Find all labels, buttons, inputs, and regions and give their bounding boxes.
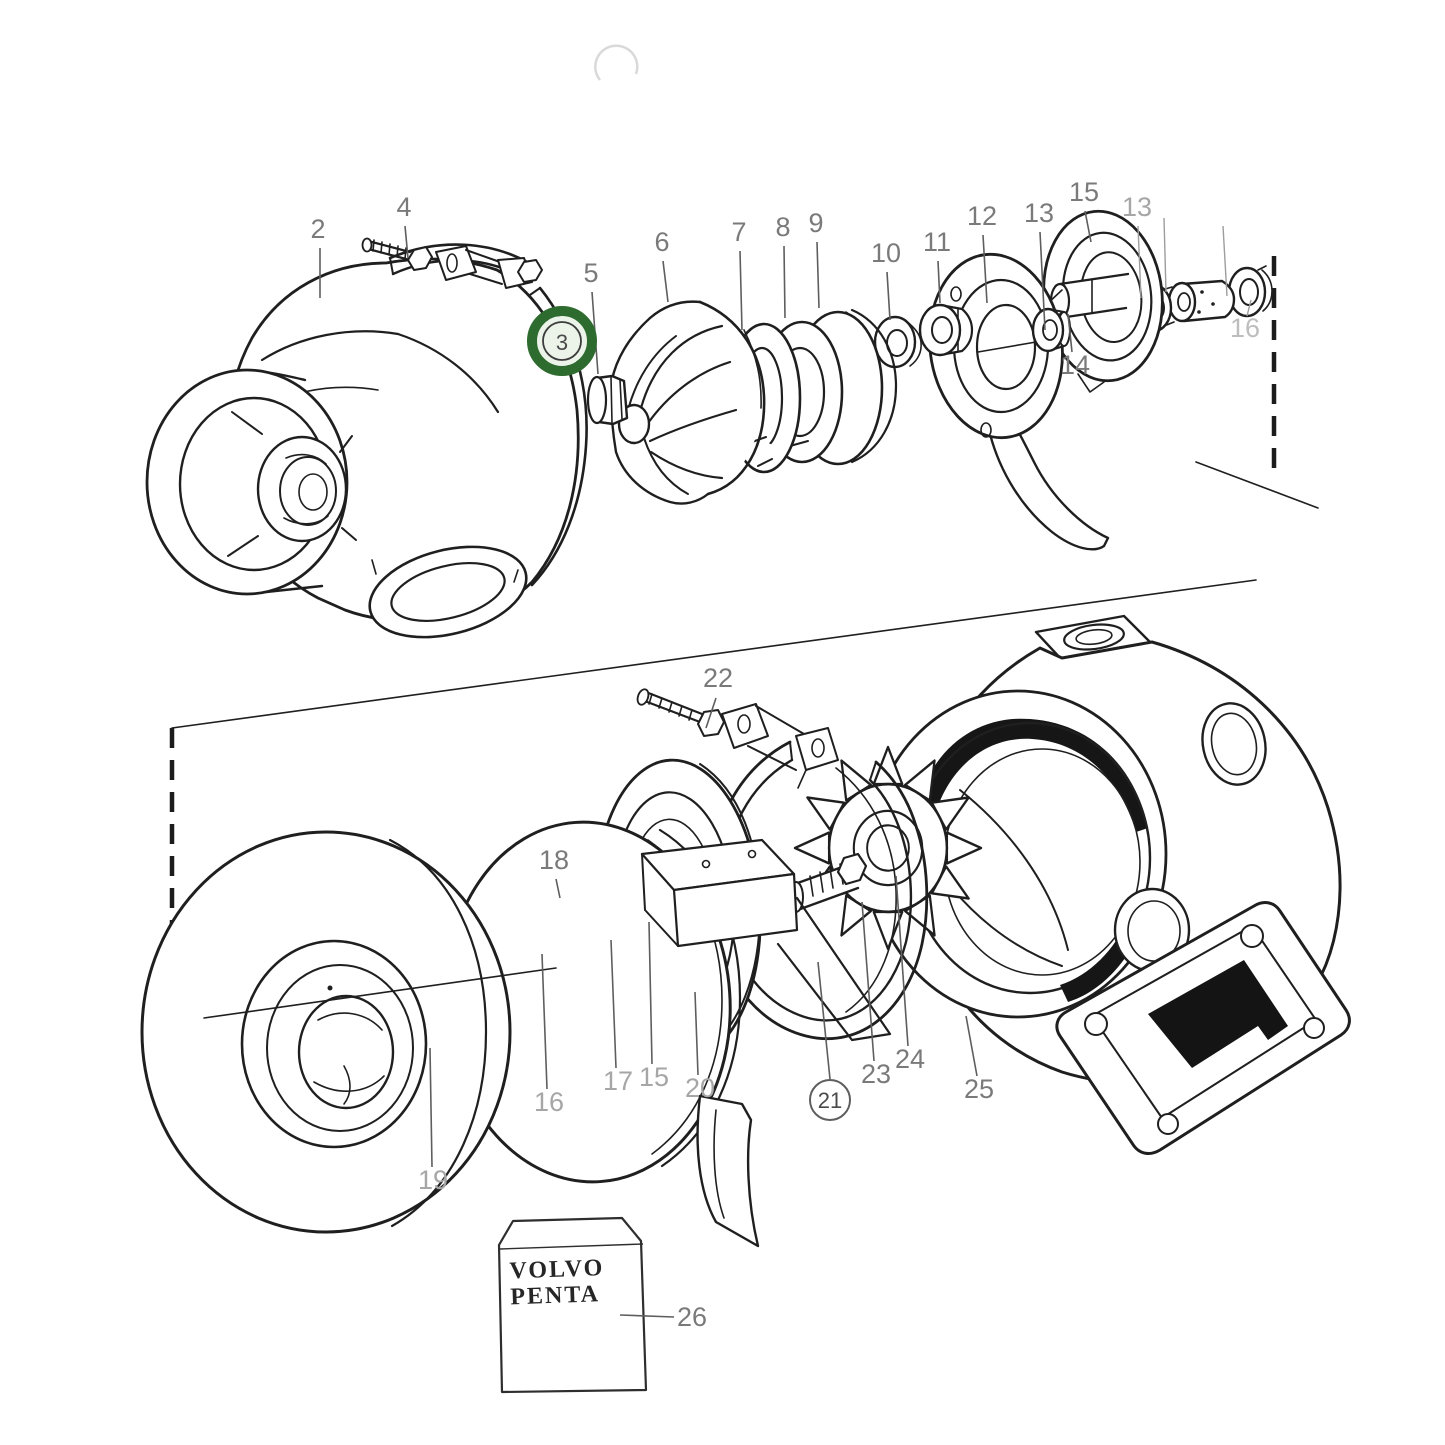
callout-13-left[interactable]: 13 (1024, 198, 1054, 331)
svg-text:20: 20 (685, 1073, 715, 1103)
brand-box: VOLVO PENTA (497, 1216, 648, 1394)
highlight-ring (527, 306, 597, 376)
callout-13-right[interactable]: 13 (1122, 192, 1152, 299)
axis-line (203, 967, 557, 1019)
callouts-upper: 2 4 5 6 7 8 9 10 (310, 177, 1260, 380)
svg-text:4: 4 (396, 192, 411, 222)
faint-top-circle (594, 44, 639, 81)
svg-text:21: 21 (818, 1088, 842, 1113)
part-seal-ring-right (1227, 265, 1273, 318)
svg-text:6: 6 (654, 227, 669, 257)
svg-text:24: 24 (895, 1044, 925, 1074)
svg-text:22: 22 (703, 663, 733, 693)
callout-11[interactable]: 11 (923, 227, 951, 304)
callout-16-upper[interactable]: 16 (1230, 299, 1260, 343)
svg-text:13: 13 (1024, 198, 1054, 228)
part-washer (873, 315, 922, 369)
part-journal-bearing (1167, 279, 1236, 323)
svg-text:23: 23 (861, 1059, 891, 1089)
callouts-lower: 22 18 19 16 17 15 20 21 (418, 663, 994, 1332)
part-center-housing (444, 820, 892, 1248)
svg-text:11: 11 (923, 227, 951, 257)
callout-16-lower[interactable]: 16 (534, 953, 564, 1117)
brand-line-volvo: VOLVO (509, 1255, 605, 1284)
svg-text:7: 7 (731, 217, 746, 247)
callout-25[interactable]: 25 (964, 1015, 994, 1104)
part-clamp-bolt (636, 688, 839, 789)
svg-text:19: 19 (418, 1165, 448, 1195)
callout-26[interactable]: 26 (619, 1302, 707, 1332)
callout-9[interactable]: 9 (808, 208, 824, 309)
callout-2[interactable]: 2 (310, 214, 326, 298)
callout-12[interactable]: 12 (967, 201, 997, 304)
callout-15-lower[interactable]: 15 (639, 921, 669, 1092)
svg-text:18: 18 (539, 845, 569, 875)
svg-text:15: 15 (639, 1062, 669, 1092)
callout-17[interactable]: 17 (603, 939, 633, 1096)
callout-4[interactable]: 4 (396, 192, 412, 259)
svg-text:13: 13 (1122, 192, 1152, 222)
callout-22[interactable]: 22 (703, 663, 733, 729)
part-bearing-housing (928, 252, 1110, 551)
svg-text:26: 26 (677, 1302, 707, 1332)
callout-unreadable-leaders (1163, 217, 1228, 297)
brand-line-penta: PENTA (510, 1281, 600, 1310)
part-lock-nut (586, 374, 629, 426)
svg-text:5: 5 (583, 258, 598, 288)
callout-6[interactable]: 6 (654, 227, 670, 303)
lower-exploded-view (140, 614, 1351, 1248)
part-turbine-housing (868, 614, 1351, 1155)
svg-text:25: 25 (964, 1074, 994, 1104)
heat-shield-notch (1077, 373, 1105, 393)
highlighted-callout-3[interactable]: 3 (527, 306, 597, 376)
part-compressor-housing (145, 257, 580, 639)
svg-text:17: 17 (603, 1066, 633, 1096)
svg-text:16: 16 (1230, 313, 1260, 343)
callout-24[interactable]: 24 (895, 875, 925, 1074)
callout-8[interactable]: 8 (775, 212, 791, 319)
part-compressor-disc (140, 830, 512, 1234)
svg-text:14: 14 (1060, 350, 1090, 380)
svg-text:12: 12 (967, 201, 997, 231)
svg-text:8: 8 (775, 212, 790, 242)
callout-20[interactable]: 20 (685, 991, 715, 1103)
callout-23[interactable]: 23 (861, 901, 891, 1089)
svg-text:10: 10 (871, 238, 901, 268)
callout-18[interactable]: 18 (539, 845, 569, 899)
upper-exploded-view (145, 209, 1273, 639)
svg-text:2: 2 (310, 214, 325, 244)
svg-text:3: 3 (556, 330, 568, 355)
callout-19[interactable]: 19 (418, 1047, 448, 1195)
svg-text:15: 15 (1069, 177, 1099, 207)
callout-21-circled[interactable]: 21 (809, 961, 851, 1121)
highlight-halo (537, 316, 587, 366)
part-compressor-wheel (610, 300, 766, 505)
part-thrust-collar (1031, 307, 1071, 353)
part-clamp (361, 237, 543, 289)
callout-15-upper[interactable]: 15 (1069, 177, 1099, 243)
svg-text:16: 16 (534, 1087, 564, 1117)
callout-10[interactable]: 10 (871, 238, 901, 321)
callout-7[interactable]: 7 (731, 217, 747, 331)
svg-text:9: 9 (808, 208, 823, 238)
callout-14[interactable]: 14 (1060, 313, 1090, 380)
part-flanged-bushing (918, 303, 974, 357)
highlight-inner-circle (542, 321, 582, 361)
